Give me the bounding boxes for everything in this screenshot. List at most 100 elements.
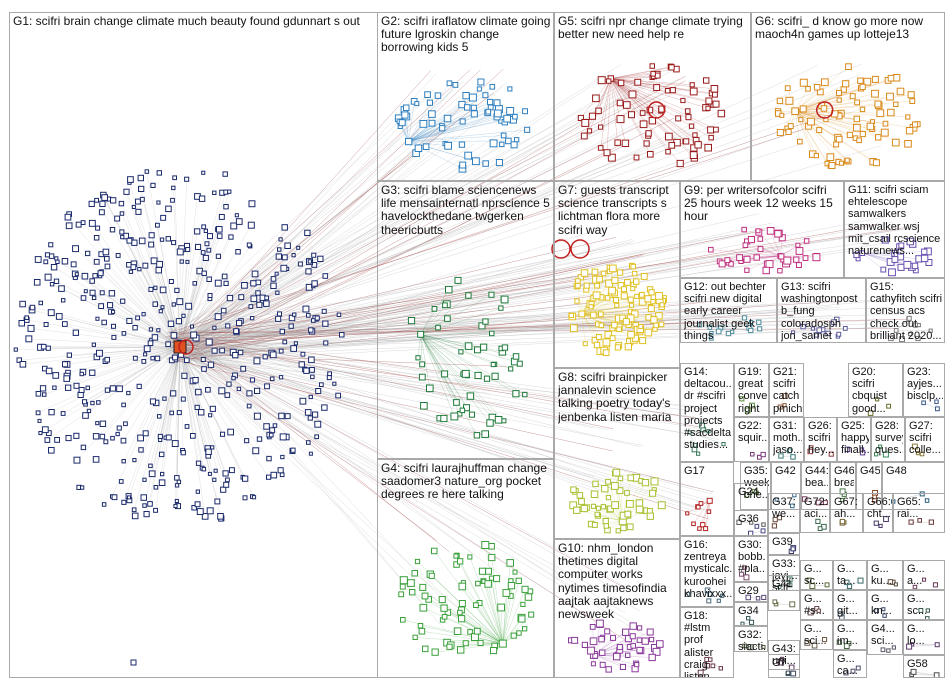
group-label-g2: G2: scifri iraflatow climate going futur…	[381, 15, 552, 55]
group-label-gs1: G... sc...	[804, 563, 831, 587]
group-cell-g9: G9: per writersofcolor scifri 25 hours w…	[680, 181, 844, 278]
group-cell-g17: G17	[680, 462, 734, 536]
group-label-gs7: G... sci...	[804, 623, 831, 647]
group-label-g29: G29	[738, 585, 766, 597]
group-label-gs2: G... ta...	[837, 563, 865, 587]
group-cell-g26: G26: scifri hey...	[804, 417, 837, 462]
group-label-g67: G67: ah...	[834, 496, 861, 520]
group-label-g45: G45	[860, 465, 880, 477]
group-cell-gs3: G... #s...	[800, 590, 833, 620]
group-label-g10: G10: nhm_london thetimes digital compute…	[558, 542, 678, 621]
group-cell-g39: G39	[768, 533, 800, 555]
group-label-g13: G13: scifri washingtonpost b_fung colora…	[781, 281, 864, 342]
group-cell-g28: G28: surveyeri ques...	[871, 417, 905, 462]
group-cell-gs8: G... im...	[833, 620, 867, 650]
group-cell-g13: G13: scifri washingtonpost b_fung colora…	[777, 278, 866, 343]
group-cell-g7: G7: guests transcript science transcript…	[554, 181, 680, 368]
group-label-gs8: G... im...	[837, 623, 865, 647]
group-label-g31: G31: moth... jaso...	[773, 420, 802, 457]
group-cell-g29: G29	[734, 582, 768, 602]
group-cell-g37: G37: we...	[768, 493, 800, 533]
group-cell-g8: G8: scifri brainpicker jannalevin scienc…	[554, 368, 680, 539]
group-cell-g20: G20: scifri cbquist good...	[848, 363, 903, 417]
group-cell-g23: G23: ayjes... bisclp...	[903, 363, 945, 417]
group-label-gs12: G... lo...	[907, 623, 943, 647]
group-cell-g67: G67: ah...	[830, 493, 863, 533]
group-label-g25: G25: happy finall...	[841, 420, 869, 457]
group-cell-g31: G31: moth... jaso...	[769, 417, 804, 462]
group-cell-g1: G1: scifri brain change climate much bea…	[9, 12, 378, 678]
group-label-gs10: G... a...	[907, 563, 943, 587]
group-label-gs11: G... sc...	[907, 593, 943, 617]
group-label-g14: G14: deltacou... dr #scifri project proj…	[684, 366, 732, 451]
group-label-gs3: G... #s...	[804, 593, 831, 617]
group-label-g11: G11: scifri sciam ehtelescope samwalkers…	[848, 184, 943, 257]
group-label-g42: G42	[775, 465, 799, 477]
group-cell-g14: G14: deltacou... dr #scifri project proj…	[680, 363, 734, 462]
group-label-g46: G46: brea...	[834, 465, 854, 489]
group-label-g7b: G7	[772, 657, 798, 669]
group-cell-g27: G27: scifri colle...	[905, 417, 945, 462]
group-cell-g66: G66: cht...	[863, 493, 893, 533]
group-cell-gs1: G... sc...	[800, 560, 833, 590]
group-cell-g15: G15: cathyfitch scifri census acs check …	[866, 278, 945, 343]
group-cell-g30: G30: bobb... #pla...	[734, 536, 768, 582]
group-cell-g22: G22: squir...	[734, 417, 769, 462]
group-cell-g72: G72: aci...	[800, 493, 830, 533]
group-cell-g12: G12: out bechter scifri new digital earl…	[680, 278, 777, 343]
group-label-g32: G32: siacti... xeno...	[738, 629, 766, 651]
group-label-g28: G28: surveyeri ques...	[875, 420, 903, 457]
group-cell-g2: G2: scifri iraflatow climate going futur…	[377, 12, 554, 181]
group-cell-g21: G21: scifri catch pmichel...	[769, 363, 804, 417]
group-label-g12: G12: out bechter scifri new digital earl…	[684, 281, 775, 342]
group-label-g72: G72: aci...	[804, 496, 828, 520]
group-label-g17: G17	[684, 465, 732, 477]
group-label-g58: G58	[907, 658, 943, 670]
group-cell-g7b: G7	[768, 654, 800, 678]
group-label-gs6: G... kn...	[871, 593, 901, 617]
group-label-g65: G65: rai...	[897, 496, 943, 520]
group-label-g15: G15: cathyfitch scifri census acs check …	[870, 281, 943, 342]
group-label-g24: G24	[738, 486, 766, 498]
group-label-g9: G9: per writersofcolor scifri 25 hours w…	[684, 184, 842, 224]
group-cell-g36: G36	[734, 510, 768, 536]
group-cell-g41: G41	[768, 575, 800, 611]
group-label-g7: G7: guests transcript science transcript…	[558, 184, 678, 237]
group-label-g4: G4: scifri laurajhuffman change saadomer…	[381, 462, 552, 502]
group-cell-g11: G11: scifri sciam ehtelescope samwalkers…	[844, 181, 945, 278]
group-cell-g4: G4: scifri laurajhuffman change saadomer…	[377, 459, 554, 678]
group-cell-g10: G10: nhm_london thetimes digital compute…	[554, 539, 680, 678]
group-cell-gs11: G... sc...	[903, 590, 945, 620]
group-cell-gs4: G... git...	[833, 590, 867, 620]
group-label-g18: G18: #lstm prof alister craig listen...	[684, 610, 732, 677]
group-label-g44: G44: bea...	[805, 465, 828, 489]
group-cell-g3: G3: scifri blame sciencenews life mensai…	[377, 181, 554, 459]
group-cell-g18: G18: #lstm prof alister craig listen...	[680, 607, 734, 678]
group-label-gs13: G... ca...	[837, 653, 865, 677]
group-label-g66: G66: cht...	[867, 496, 891, 520]
group-cell-gs12: G... lo...	[903, 620, 945, 655]
group-cell-gs13: G... ca...	[833, 650, 867, 678]
group-label-g16: G16: zentreya mysticalc... kuroohei khav…	[684, 539, 732, 600]
group-label-g3: G3: scifri blame sciencenews life mensai…	[381, 184, 552, 237]
group-label-gs5: G... ku...	[871, 563, 901, 587]
group-cell-g65: G65: rai...	[893, 493, 945, 533]
group-label-g36: G36	[738, 513, 766, 525]
group-cell-g19: G19: great conversati... right now scifr…	[734, 363, 769, 417]
group-cell-g58: G58	[903, 655, 945, 678]
group-label-g27: G27: scifri colle...	[909, 420, 943, 457]
group-label-g39: G39	[772, 536, 798, 548]
group-cell-gs6: G... kn...	[867, 590, 903, 620]
group-cell-g25: G25: happy finall...	[837, 417, 871, 462]
group-label-g37: G37: we...	[772, 496, 798, 520]
group-cell-g16: G16: zentreya mysticalc... kuroohei khav…	[680, 536, 734, 607]
group-cell-g5: G5: scifri npr change climate trying bet…	[554, 12, 751, 181]
group-cell-g32: G32: siacti... xeno...	[734, 626, 768, 652]
group-cell-gs5: G... ku...	[867, 560, 903, 590]
group-cell-g6: G6: scifri_ d know go more now maoch4n g…	[751, 12, 945, 181]
group-cell-gs2: G... ta...	[833, 560, 867, 590]
group-label-g5: G5: scifri npr change climate trying bet…	[558, 15, 749, 41]
group-label-g1: G1: scifri brain change climate much bea…	[13, 15, 376, 28]
group-label-g19: G19: great conversati... right now scifr…	[738, 366, 767, 416]
